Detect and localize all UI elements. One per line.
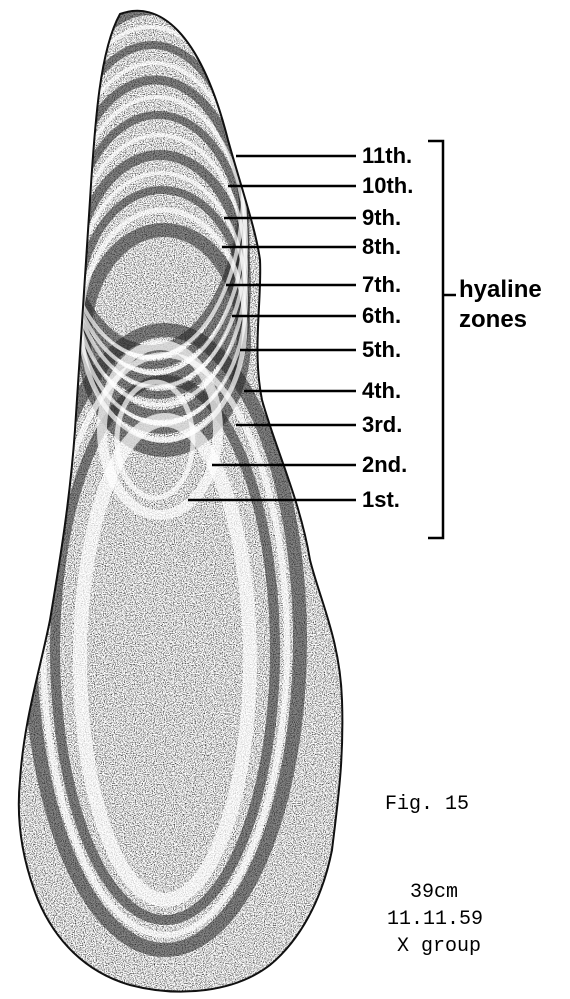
group-label-line2: zones bbox=[459, 305, 542, 335]
zone-label-6: 6th. bbox=[362, 303, 401, 329]
zone-label-5: 7th. bbox=[362, 272, 401, 298]
zone-label-1: 11th. bbox=[362, 143, 412, 169]
specimen-length: 39cm bbox=[410, 880, 458, 906]
specimen-group: X group bbox=[397, 934, 481, 960]
zone-label-4: 8th. bbox=[362, 234, 401, 260]
zone-label-2: 10th. bbox=[362, 173, 413, 199]
group-label-line1: hyaline bbox=[459, 275, 542, 305]
specimen-date: 11.11.59 bbox=[387, 907, 483, 933]
figure-number: Fig. 15 bbox=[385, 792, 469, 818]
zone-label-3: 9th. bbox=[362, 205, 401, 231]
zones-bracket bbox=[428, 141, 443, 538]
zone-label-10: 2nd. bbox=[362, 452, 407, 478]
zone-label-7: 5th. bbox=[362, 337, 401, 363]
zone-label-9: 3rd. bbox=[362, 412, 402, 438]
group-label: hyaline zones bbox=[459, 275, 542, 335]
zone-label-8: 4th. bbox=[362, 378, 401, 404]
zone-label-11: 1st. bbox=[362, 487, 400, 513]
